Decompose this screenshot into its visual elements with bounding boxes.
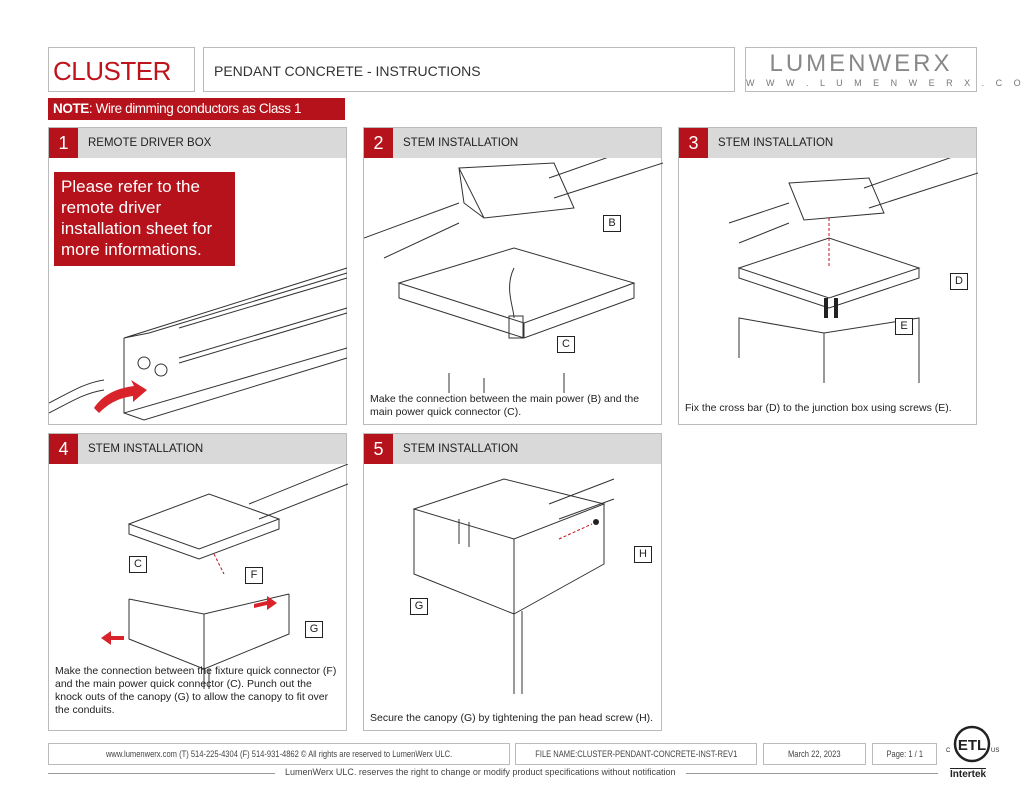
step-2-panel: 2 STEM INSTALLATION B C Make the connecti…	[363, 127, 663, 425]
footer-file-name: FILE NAME:CLUSTER-PENDANT-CONCRETE-INST-…	[515, 743, 757, 765]
document-title: PENDANT CONCRETE - INSTRUCTIONS	[203, 47, 735, 92]
refer-callout: Please refer to the remote driver instal…	[54, 172, 235, 266]
step-title: STEM INSTALLATION	[88, 443, 204, 455]
step-title: REMOTE DRIVER BOX	[88, 137, 212, 149]
etl-logo-icon: ETL C US	[946, 725, 999, 763]
footer-file-name-text: FILE NAME:CLUSTER-PENDANT-CONCRETE-INST-…	[535, 749, 738, 759]
driver-box-illustration	[49, 267, 348, 421]
footer-contact-text: www.lumenwerx.com (T) 514-225-4304 (F) 5…	[105, 749, 453, 759]
step-caption: Make the connection between the main pow…	[370, 393, 640, 418]
lumenwerx-logo: LUMENWERX W W W . L U M E N W E R X . C …	[745, 47, 1024, 92]
step-3-panel: 3 STEM INSTALLATION D E Fix the cross bar…	[678, 127, 978, 425]
step-caption: Make the connection between the fixture …	[55, 665, 337, 716]
cross-bar-illustration	[728, 158, 978, 383]
step-number: 4	[49, 434, 78, 464]
footer-date-text: March 22, 2023	[788, 749, 841, 759]
note-text: : Wire dimming conductors as Class 1	[88, 101, 302, 116]
brand-title: CLUSTER	[48, 47, 195, 92]
footer-date: March 22, 2023	[763, 743, 866, 765]
label-h: H	[634, 546, 652, 563]
label-c: C	[129, 556, 147, 573]
step-number: 3	[679, 128, 708, 158]
label-b: B	[603, 215, 621, 232]
step-5-panel: 5 STEM INSTALLATION H G Secure the canopy…	[363, 433, 662, 731]
label-c: C	[557, 336, 575, 353]
footer-disclaimer: LumenWerx ULC. reserves the right to cha…	[275, 767, 686, 777]
cert-text: ETL	[958, 737, 986, 754]
logo-url: W W W . L U M E N W E R X . C O M	[746, 78, 1024, 88]
footer-page-text: Page: 1 / 1	[886, 749, 923, 759]
etl-intertek-mark: ETL C US Intertek	[944, 722, 1004, 782]
cert-c: C	[946, 748, 951, 754]
label-g: G	[410, 598, 428, 615]
step-title: STEM INSTALLATION	[403, 443, 519, 455]
note-banner: NOTE: Wire dimming conductors as Class 1	[48, 98, 345, 120]
cert-org: Intertek	[950, 768, 987, 780]
junction-box-illustration	[364, 158, 663, 393]
footer-contact: www.lumenwerx.com (T) 514-225-4304 (F) 5…	[48, 743, 510, 765]
step-number: 1	[49, 128, 78, 158]
step-4-panel: 4 STEM INSTALLATION C F G Make the connec…	[48, 433, 348, 731]
note-label: NOTE	[53, 101, 89, 116]
canopy-connection-illustration	[101, 464, 348, 689]
step-number: 2	[364, 128, 393, 158]
step-number: 5	[364, 434, 393, 464]
footer-page: Page: 1 / 1	[872, 743, 937, 765]
step-1-panel: 1 REMOTE DRIVER BOX Please refer to the r…	[48, 127, 348, 425]
step-title: STEM INSTALLATION	[718, 137, 834, 149]
label-g: G	[305, 621, 323, 638]
step-caption: Secure the canopy (G) by tightening the …	[370, 712, 654, 724]
canopy-screw-illustration	[412, 478, 615, 694]
label-d: D	[950, 273, 968, 290]
step-title: STEM INSTALLATION	[403, 137, 519, 149]
label-f: F	[245, 567, 263, 584]
label-e: E	[895, 318, 913, 335]
step-caption: Fix the cross bar (D) to the junction bo…	[685, 402, 952, 414]
cert-us: US	[991, 748, 999, 754]
logo-text: LUMENWERX	[769, 50, 953, 77]
